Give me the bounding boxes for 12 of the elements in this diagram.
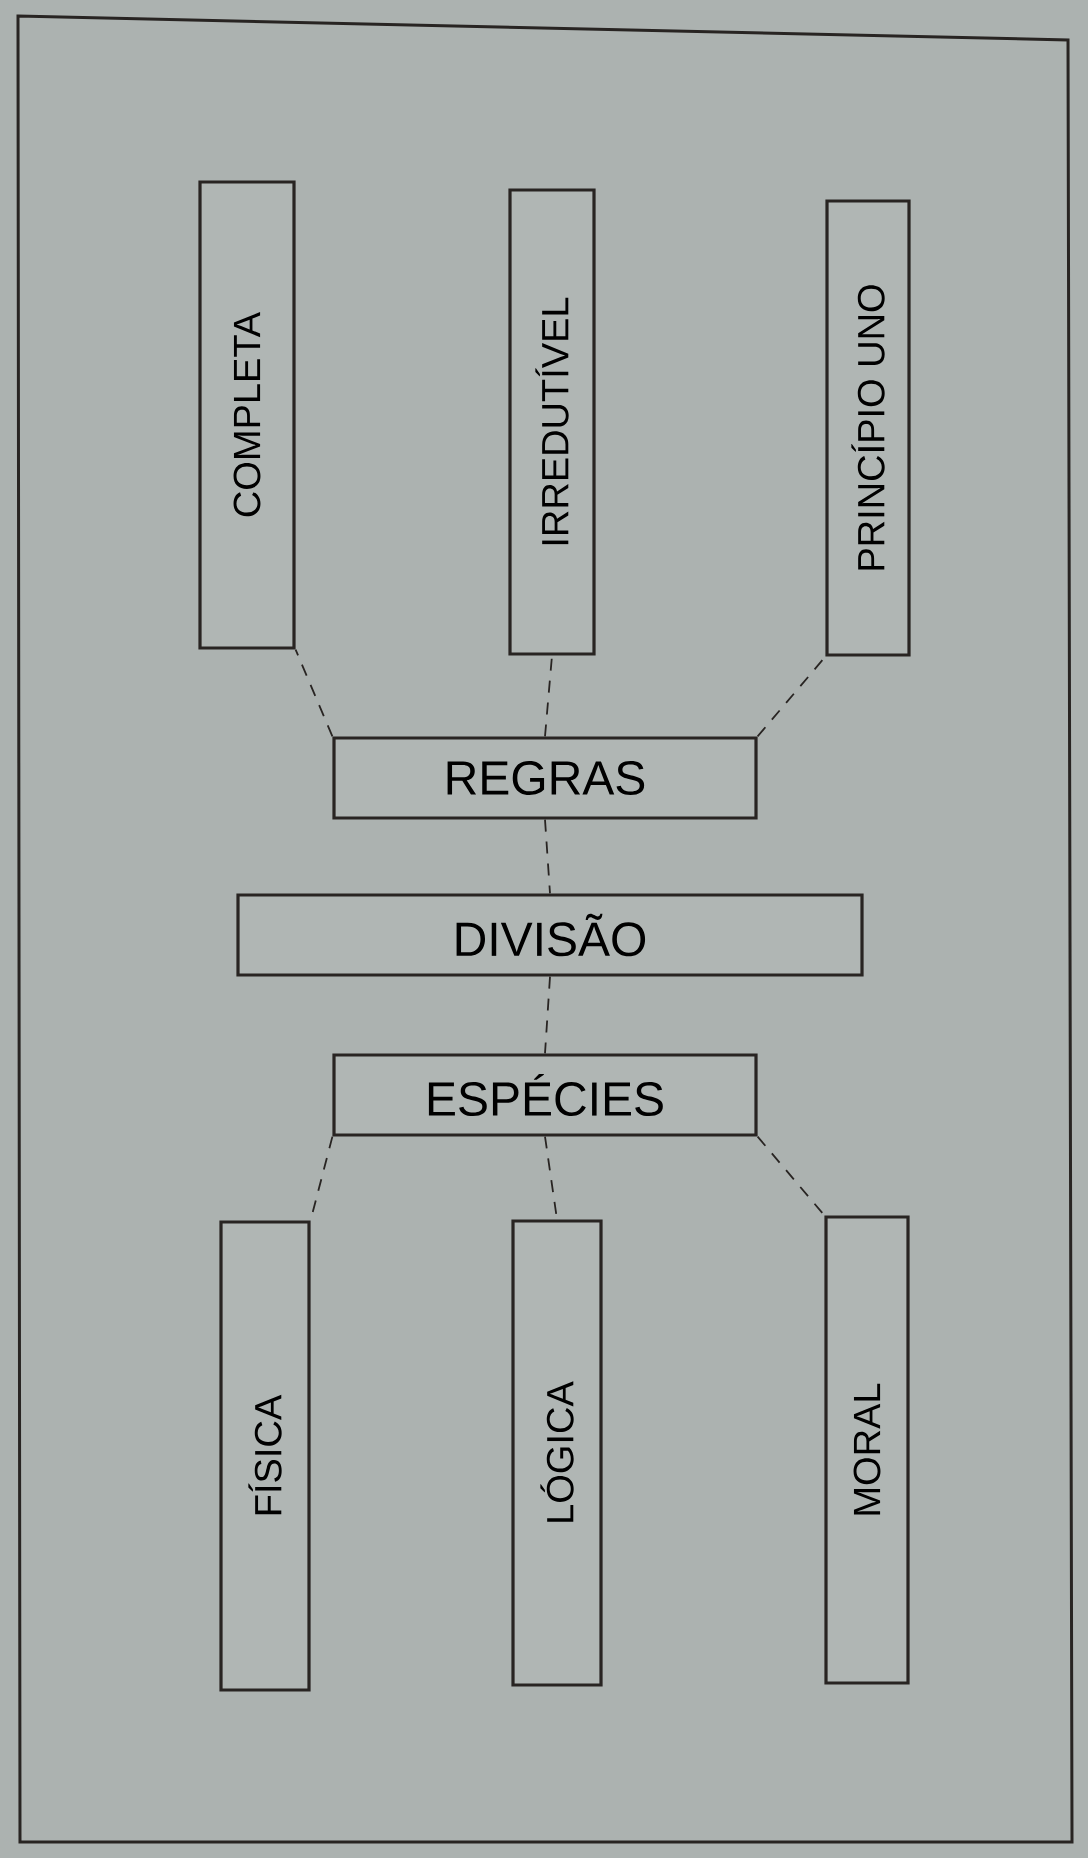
label-box: MORAL [824,1215,910,1685]
category-box: DIVISÃO [236,893,864,977]
label-box: LÓGICA [511,1219,603,1687]
connector-line [294,648,334,738]
label-box: PRINCÍPIO UNO [825,199,911,657]
category-box: ESPÉCIES [332,1053,758,1137]
category-box: REGRAS [332,736,758,820]
label-box: COMPLETA [198,180,296,650]
connector-line [544,975,551,1055]
connector-line [544,818,551,895]
label-box: IRREDUTÍVEL [508,188,596,656]
label-box: FÍSICA [219,1220,311,1692]
